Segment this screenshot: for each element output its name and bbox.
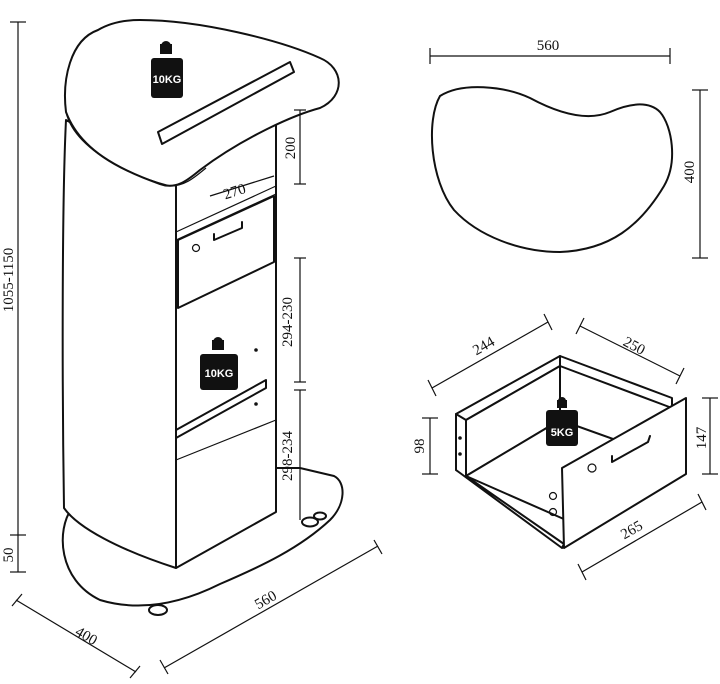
- drawer-inner-height-label: 98: [412, 439, 428, 454]
- top-view-outline: [431, 86, 674, 253]
- dimension-lines: [10, 21, 383, 679]
- base-depth-label: 400: [72, 624, 99, 649]
- drawer-side-hole: [548, 507, 558, 517]
- lower-inner-line: [175, 419, 277, 461]
- drawer-weight-label: 5KG: [551, 427, 574, 439]
- top-depth-label: 400: [682, 161, 698, 184]
- drawer-depth-label: 250: [620, 334, 647, 359]
- upper-shelf: [175, 185, 277, 233]
- lectern-top-edge: [65, 111, 207, 187]
- total-height-label: 1055-1150: [1, 248, 17, 312]
- lower-gap-label: 298-234: [280, 431, 296, 481]
- base-height-label: 50: [1, 548, 17, 563]
- base-width-label: 560: [252, 588, 279, 613]
- drawer-view: [455, 355, 687, 549]
- caster-wheels: [148, 511, 327, 616]
- shelf-pin-hole: [254, 402, 258, 406]
- shelf-weight-label: 10KG: [205, 368, 234, 380]
- drawer-side-hole: [548, 491, 558, 501]
- shelf-width-label: 270: [222, 181, 248, 203]
- drawer-pin-hole: [458, 452, 462, 456]
- lectern-top: [64, 19, 340, 187]
- top-shelf-gap-label: 200: [283, 137, 299, 160]
- drawer-pin-hole: [458, 436, 462, 440]
- drawer-lock: [587, 463, 597, 473]
- middle-gap-label: 294-230: [280, 297, 296, 347]
- drawer-inner-width-label: 244: [470, 334, 498, 359]
- book-ledge: [157, 61, 295, 145]
- lectern-illustration: [61, 19, 344, 616]
- lectern-drawer-lock: [191, 243, 201, 253]
- drawer-front-width-label: 265: [618, 518, 645, 543]
- weight-icon: 10KG: [151, 41, 183, 98]
- lectern-drawer-handle: [213, 221, 243, 241]
- shelf-pin-hole: [254, 348, 258, 352]
- top-width-label: 560: [537, 38, 560, 54]
- middle-shelf: [175, 379, 267, 439]
- drawer-front-panel: [561, 397, 687, 549]
- weight-icon: 10KG: [200, 337, 238, 390]
- top-view: [429, 48, 708, 259]
- lectern-side-panel: [61, 119, 177, 569]
- top-weight-label: 10KG: [153, 74, 182, 86]
- lectern-back-panel: [175, 109, 277, 569]
- weight-icon: 5KG: [546, 397, 578, 446]
- drawer-handle: [611, 435, 651, 463]
- drawer-dimension-lines: [422, 313, 718, 581]
- drawer-front-height-label: 147: [694, 426, 710, 449]
- lectern-drawer: [177, 195, 275, 309]
